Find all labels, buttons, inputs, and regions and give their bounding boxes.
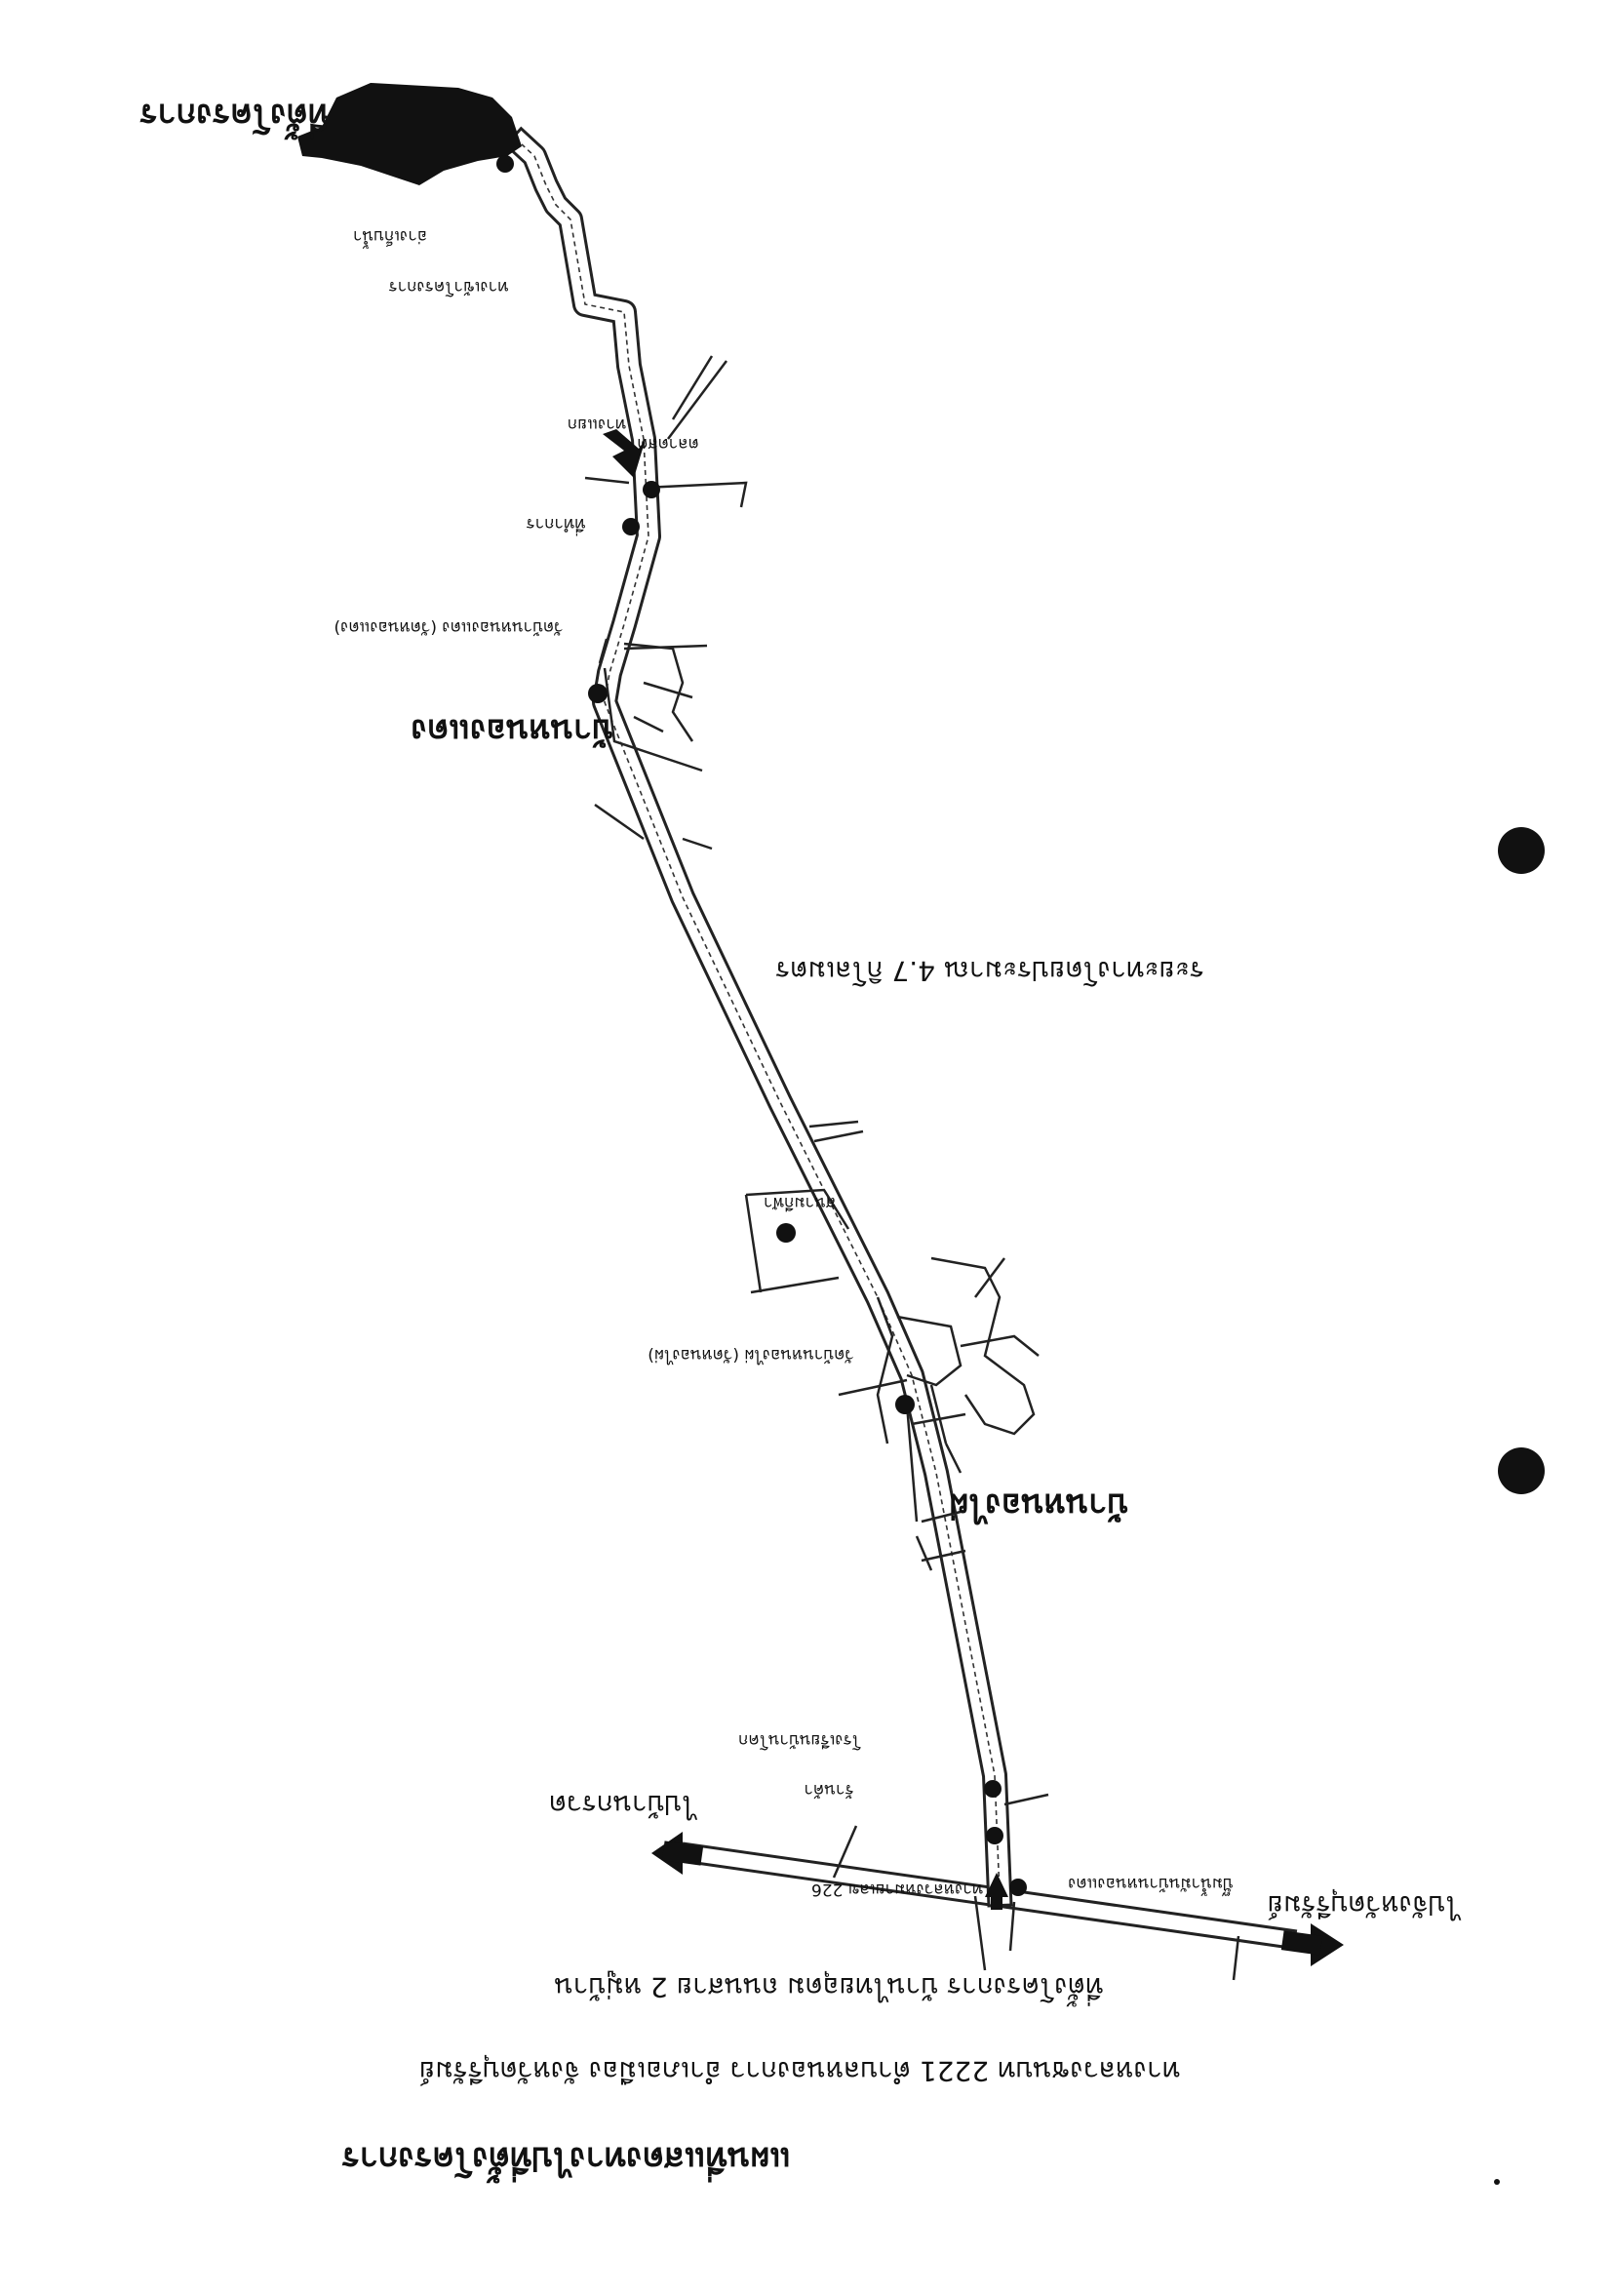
entrance-arrow-icon (603, 429, 646, 478)
place-village-2: บ้านหนองไผ่ (949, 1485, 1128, 1525)
side-roads (584, 355, 1049, 1806)
highway-label: ทางหลวงหมายเลข 226 (811, 1880, 983, 1899)
stray-mark (1494, 2179, 1500, 2185)
distance-label: ระยะทางโดยประมาณ 4.7 กิโลเมตร (775, 955, 1204, 987)
label-temple-1: วัดบ้านหนองแดง (วัดหนองแดง) (334, 617, 563, 637)
landmark-dot (496, 155, 514, 173)
label-field: สนามกีฬา (764, 1193, 836, 1212)
binder-hole (1498, 827, 1545, 874)
map-subtitle-line2: ที่ตั้งโครงการ บ้านไทยอุดม ถนนสาย 2 หมู่… (555, 1970, 1104, 2007)
place-village-1: บ้านหนองแดง (411, 711, 612, 750)
label-reservoir: อ่างเก็บน้ำ (353, 226, 427, 249)
map-title: แผนที่แสดงทางไปที่ตั้งโครงการ (341, 2139, 791, 2184)
direction-right-label: ไปบ้านกรวด (549, 1789, 697, 1821)
landmark-dot (643, 481, 660, 498)
binder-hole (1498, 1447, 1545, 1494)
main-route (503, 126, 1013, 1908)
label-junction: ทางแยก (568, 415, 626, 434)
label-entrance: ทางเข้าโครงการ (389, 277, 509, 297)
place-site: ที่ตั้งโครงการ (139, 96, 331, 140)
label-school-2: โรงเรียนบ้านโคก (738, 1730, 861, 1751)
landmark-dots (496, 155, 1027, 1896)
landmark-dot (622, 518, 640, 535)
label-market: ตลาดสด (637, 434, 698, 454)
map-subtitle-line1: ทางหลวงชนบท 2221 ตำบลหนองกาว อำเภอเมือง … (419, 2054, 1180, 2087)
landmark-dot (1009, 1879, 1027, 1896)
label-gas-station: ปั๊มน้ำมันบ้านหนองแดง (1068, 1874, 1234, 1897)
direction-left-label: ไปจังหวัดบุรีรัมย์ (1267, 1888, 1461, 1921)
landmark-dot (776, 1223, 796, 1243)
label-office: ที่ทำการ (527, 514, 586, 536)
arrow-right-icon (1311, 1923, 1344, 1966)
landmark-dot (986, 1827, 1003, 1844)
start-arrow-icon (985, 1873, 1008, 1897)
landmark-dot (588, 684, 608, 703)
landmark-dot (984, 1780, 1002, 1798)
landmark-dot (895, 1395, 915, 1414)
project-site-area (297, 83, 522, 185)
label-temple-2: วัดบ้านหนองไผ่ (วัดหนองไผ่) (648, 1345, 854, 1366)
label-shop: ร้านค้า (804, 1780, 853, 1800)
